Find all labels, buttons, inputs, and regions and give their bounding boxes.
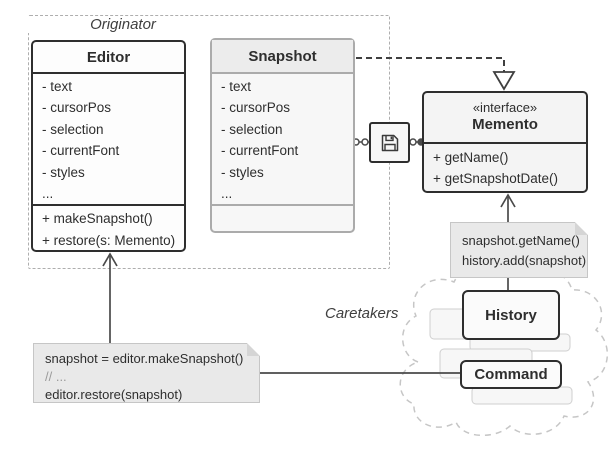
class-snapshot: Snapshot - text - cursorPos - selection … — [210, 38, 355, 233]
class-editor-methods: + makeSnapshot() + restore(s: Memento) — [33, 204, 184, 255]
realization-line-snapshot-memento — [356, 57, 505, 72]
note-line-comment: // ... — [45, 369, 67, 384]
link-ball — [409, 138, 417, 146]
class-attribute: - selection — [42, 121, 104, 137]
note-line: history.add(snapshot) — [462, 253, 587, 268]
class-attribute: ... — [221, 186, 233, 202]
stereotype-label: «interface» — [472, 100, 538, 115]
class-attribute: - currentFont — [42, 143, 120, 159]
note-line: snapshot.getName() — [462, 233, 580, 248]
class-attribute: ... — [42, 186, 54, 202]
class-attribute: - currentFont — [221, 143, 299, 159]
caretakers-cloud — [399, 263, 609, 437]
caretakers-label: Caretakers — [325, 305, 399, 322]
class-method: + getName() — [433, 150, 509, 165]
class-command-title: Command — [474, 366, 548, 383]
class-attribute: - styles — [42, 164, 85, 180]
class-method: + getSnapshotDate() — [433, 171, 558, 187]
class-memento: «interface» Memento + getName() + getSna… — [422, 91, 588, 193]
open-arrowhead — [102, 252, 118, 267]
floppy-disk-icon — [381, 134, 398, 151]
class-memento-methods: + getName() + getSnapshotDate() — [424, 144, 586, 191]
note-line: snapshot = editor.makeSnapshot() — [45, 351, 244, 366]
class-command: Command — [460, 360, 562, 389]
note-line: editor.restore(snapshot) — [45, 387, 183, 402]
class-attribute: - text — [42, 79, 73, 94]
open-arrowhead — [500, 193, 516, 208]
class-editor-attributes: - text - cursorPos - selection - current… — [33, 74, 184, 204]
realization-arrowhead — [492, 71, 516, 91]
class-method: + makeSnapshot() — [42, 211, 153, 227]
class-attribute: - styles — [221, 164, 264, 180]
editor-note: snapshot = editor.makeSnapshot() // ... … — [33, 343, 260, 403]
class-attribute: - selection — [221, 121, 283, 137]
class-history-title: History — [485, 306, 537, 324]
class-attribute: - text — [221, 79, 252, 94]
class-method: + restore(s: Memento) — [42, 232, 176, 248]
class-memento-header: «interface» Memento — [424, 93, 586, 144]
class-snapshot-attributes: - text - cursorPos - selection - current… — [212, 74, 353, 204]
class-history: History — [462, 290, 560, 340]
class-attribute: - cursorPos — [221, 100, 291, 116]
memento-note: snapshot.getName() history.add(snapshot) — [450, 222, 588, 278]
link-ball — [361, 138, 369, 146]
originator-label: Originator — [28, 16, 218, 33]
class-attribute: - cursorPos — [42, 100, 112, 116]
class-snapshot-title: Snapshot — [212, 40, 353, 74]
class-memento-title: Memento — [472, 116, 538, 133]
class-editor-title: Editor — [33, 42, 184, 74]
ghost-box — [471, 386, 573, 405]
class-snapshot-methods-empty — [212, 204, 353, 235]
class-editor: Editor - text - cursorPos - selection - … — [31, 40, 186, 252]
memento-token-box — [369, 122, 410, 163]
